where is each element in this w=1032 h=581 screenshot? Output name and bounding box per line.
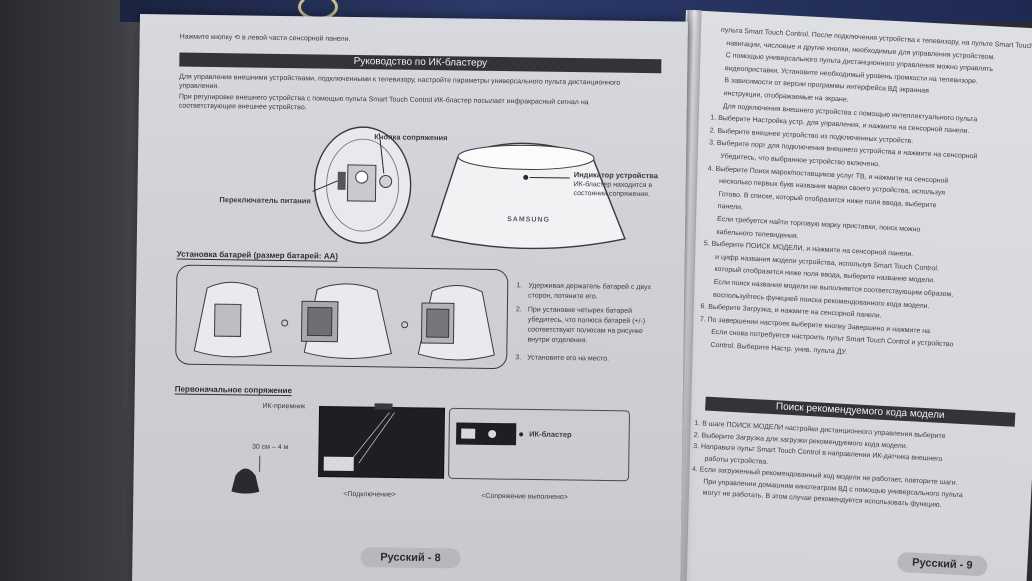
caption-done: <Сопряжение выполнено> xyxy=(481,492,568,502)
battery-step-text: соответствуют полюсам на рисунке xyxy=(527,326,643,336)
caption-connect: <Подключение> xyxy=(343,490,396,499)
battery-step-text: Удерживая держатель батарей с двух xyxy=(528,282,652,292)
pairing-diagram xyxy=(231,403,630,494)
battery-step-text: внутри отделения. xyxy=(527,336,588,345)
background-shadow xyxy=(0,0,150,581)
battery-step-number: 1. xyxy=(516,282,523,290)
battery-section-title: Установка батарей (размер батарей: AA) xyxy=(176,249,339,262)
battery-step-number: 3. xyxy=(515,354,522,362)
right-text-line: панели. xyxy=(717,203,744,212)
left-page-number: Русский - 8 xyxy=(360,547,461,569)
indicator-label: Индикатор устройства xyxy=(573,170,659,181)
power-switch-label: Переключатель питания xyxy=(219,195,311,206)
right-text-line-2: работы устройства. xyxy=(704,455,769,466)
indicator-desc-2: состоянии сопряжения. xyxy=(573,190,650,199)
samsung-logo: SAMSUNG xyxy=(507,216,550,224)
ir-blaster-diagram xyxy=(312,126,626,250)
battery-illustrations xyxy=(193,281,495,361)
left-page: Нажмите кнопку ⟲ в левой части сенсорной… xyxy=(131,14,688,581)
intro-line-2: управления. xyxy=(178,82,220,91)
right-text-line: кабельного телевидения. xyxy=(716,228,799,240)
battery-steps-frame xyxy=(175,264,509,370)
battery-step-text: убедитесь, что полюса батарей (+/-) xyxy=(527,316,646,326)
battery-step-text: сторон, потяните его. xyxy=(528,292,598,301)
ir-blaster-label: ИК-бластер xyxy=(529,429,572,440)
battery-step-text: Установите его на место. xyxy=(527,354,610,363)
intro-line-4: соответствующее внешнее устройство. xyxy=(178,102,307,112)
pair-button-label: Кнопка сопряжения xyxy=(374,132,448,143)
intro-line-1: Для управления внешними устройствами, по… xyxy=(179,73,621,87)
battery-step-text: При установке четырех батарей xyxy=(527,306,633,315)
top-note: Нажмите кнопку ⟲ в левой части сенсорной… xyxy=(179,33,351,43)
right-page: пульта Smart Touch Control. После подклю… xyxy=(655,10,1032,581)
right-page-number: Русский - 9 xyxy=(896,551,988,577)
section-title: Руководство по ИК-бластеру xyxy=(179,52,662,74)
battery-step-number: 2. xyxy=(515,306,522,314)
